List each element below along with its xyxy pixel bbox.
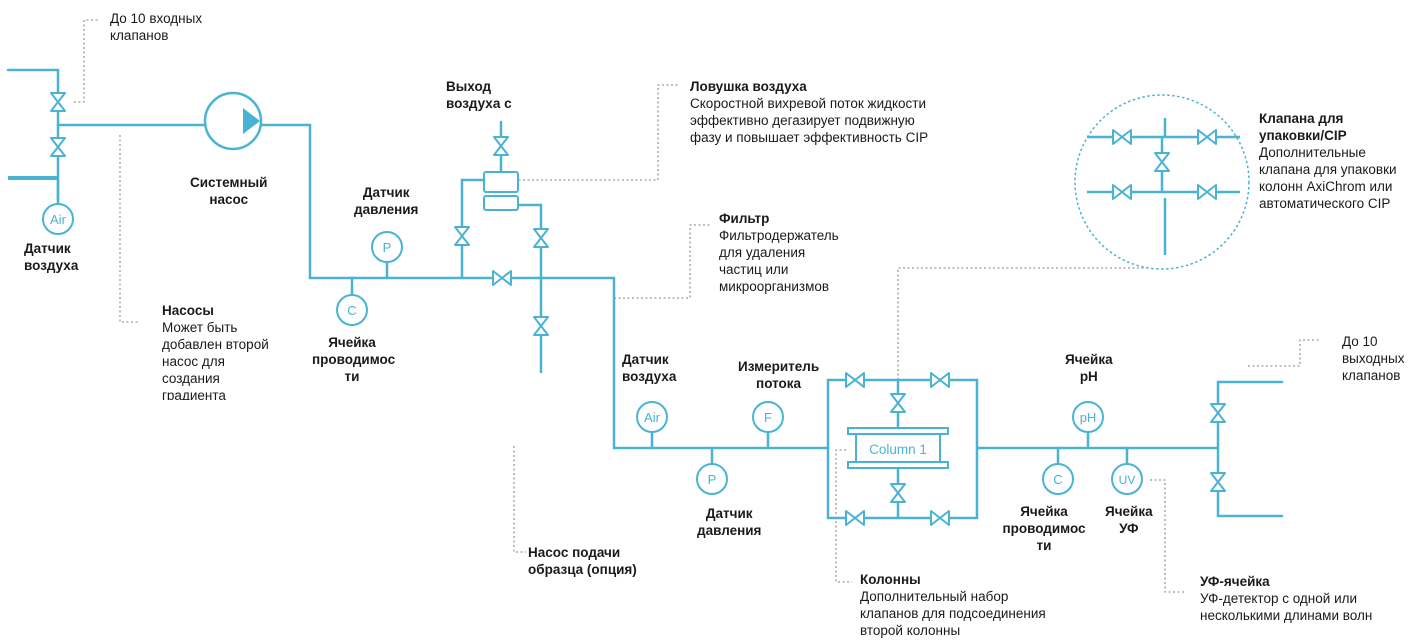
column-top-right-valve bbox=[930, 372, 950, 388]
svg-text:UV: UV bbox=[1119, 473, 1136, 487]
air-sensor-mid-symbol: Air bbox=[636, 401, 668, 433]
cond-cell-top-symbol: C bbox=[336, 294, 368, 326]
column-bottom-left-valve bbox=[845, 510, 865, 526]
air-trap-title: Ловушка воздуха bbox=[690, 79, 807, 94]
inlet-valve-bottom bbox=[50, 137, 66, 157]
main-line-valve bbox=[492, 270, 512, 286]
cond-cell-right-symbol: C bbox=[1042, 463, 1074, 495]
inlet-valve-top bbox=[50, 92, 66, 112]
air-trap bbox=[483, 171, 519, 211]
svg-text:C: C bbox=[1053, 472, 1062, 487]
svg-text:Air: Air bbox=[644, 410, 661, 425]
sensors: Air P C Air P F pH C bbox=[42, 178, 1143, 495]
uv-detector-title: УФ-ячейка bbox=[1200, 574, 1270, 589]
column-top-left-valve bbox=[845, 372, 865, 388]
system-pump bbox=[203, 91, 263, 151]
cond-cell-right-label: Ячейка проводимос ти bbox=[1002, 504, 1086, 553]
pressure-sensor-mid-label: Датчик давления bbox=[697, 506, 762, 538]
column-1-label: Column 1 bbox=[869, 442, 927, 457]
ph-cell-label: Ячейка pH bbox=[1065, 352, 1113, 384]
svg-text:pH: pH bbox=[1080, 410, 1097, 425]
drain-valve bbox=[533, 316, 549, 336]
system-pump-label: Системный насос bbox=[190, 175, 268, 207]
air-trap-callout: Ловушка воздуха Скоростной вихревой пото… bbox=[690, 79, 929, 145]
column-outer-loop bbox=[826, 378, 979, 520]
pipes bbox=[6, 68, 1284, 520]
cond-cell-top-label: Ячейка проводимос ти bbox=[312, 335, 396, 384]
air-trap-outlet bbox=[516, 203, 543, 280]
svg-text:Air: Air bbox=[50, 212, 67, 227]
column-1: Column 1 bbox=[847, 427, 949, 469]
pressure-sensor-top-symbol: P bbox=[371, 231, 403, 263]
uv-detector-callout: УФ-ячейка УФ-детектор с одной или нескол… bbox=[1200, 574, 1373, 623]
packing-valves-title-2: упаковки/CIP bbox=[1259, 128, 1347, 143]
flow-meter-symbol: F bbox=[752, 401, 784, 433]
air-vent-valve bbox=[493, 136, 509, 156]
pumps-callout: Насосы Может быть добавлен второй насос … bbox=[162, 303, 269, 400]
packing-valves-callout: Клапана для упаковки/CIP Дополнительные … bbox=[1259, 111, 1397, 211]
air-trap-outlet-valve bbox=[533, 228, 549, 248]
uv-cell-label: Ячейка УФ bbox=[1105, 504, 1153, 536]
packing-valves-inset bbox=[1074, 94, 1250, 270]
air-trap-bypass-valve bbox=[454, 226, 470, 246]
packing-valves-title: Клапана для bbox=[1259, 111, 1344, 126]
columns-title: Колонны bbox=[860, 572, 921, 587]
pumps-title: Насосы bbox=[162, 303, 214, 318]
column-inlet-valve bbox=[890, 393, 906, 413]
inlet-valves-label: До 10 входных клапанов bbox=[110, 11, 203, 43]
svg-text:F: F bbox=[764, 410, 772, 425]
svg-text:P: P bbox=[708, 472, 717, 487]
sample-pump-callout: Насос подачи образца (опция) bbox=[528, 545, 637, 577]
svg-text:C: C bbox=[347, 303, 356, 318]
air-outlet-label: Выход воздуха с bbox=[446, 79, 512, 111]
columns-callout: Колонны Дополнительный набор клапанов дл… bbox=[860, 572, 1046, 638]
air-sensor-left-label: Датчик воздуха bbox=[24, 241, 79, 273]
air-sensor-mid-label: Датчик воздуха bbox=[622, 352, 677, 384]
filter-callout: Фильтр Фильтродержатель для удаления час… bbox=[719, 211, 839, 294]
ph-cell-symbol: pH bbox=[1072, 401, 1104, 433]
pressure-sensor-top-label: Датчик давления bbox=[354, 185, 419, 217]
flow-meter-label: Измеритель потока bbox=[738, 359, 820, 391]
pressure-sensor-mid-symbol: P bbox=[696, 463, 728, 495]
air-sensor-left-symbol: Air bbox=[42, 178, 74, 235]
uv-cell-symbol: UV bbox=[1111, 463, 1143, 495]
outlet-valve-top bbox=[1210, 403, 1226, 423]
outlet-valve-bottom bbox=[1210, 472, 1226, 492]
svg-text:P: P bbox=[383, 240, 392, 255]
column-bottom-right-valve bbox=[930, 510, 950, 526]
outlet-valves-label: До 10 выходных клапанов bbox=[1342, 334, 1405, 383]
filter-title: Фильтр bbox=[719, 211, 770, 226]
column-outlet-valve bbox=[890, 483, 906, 503]
